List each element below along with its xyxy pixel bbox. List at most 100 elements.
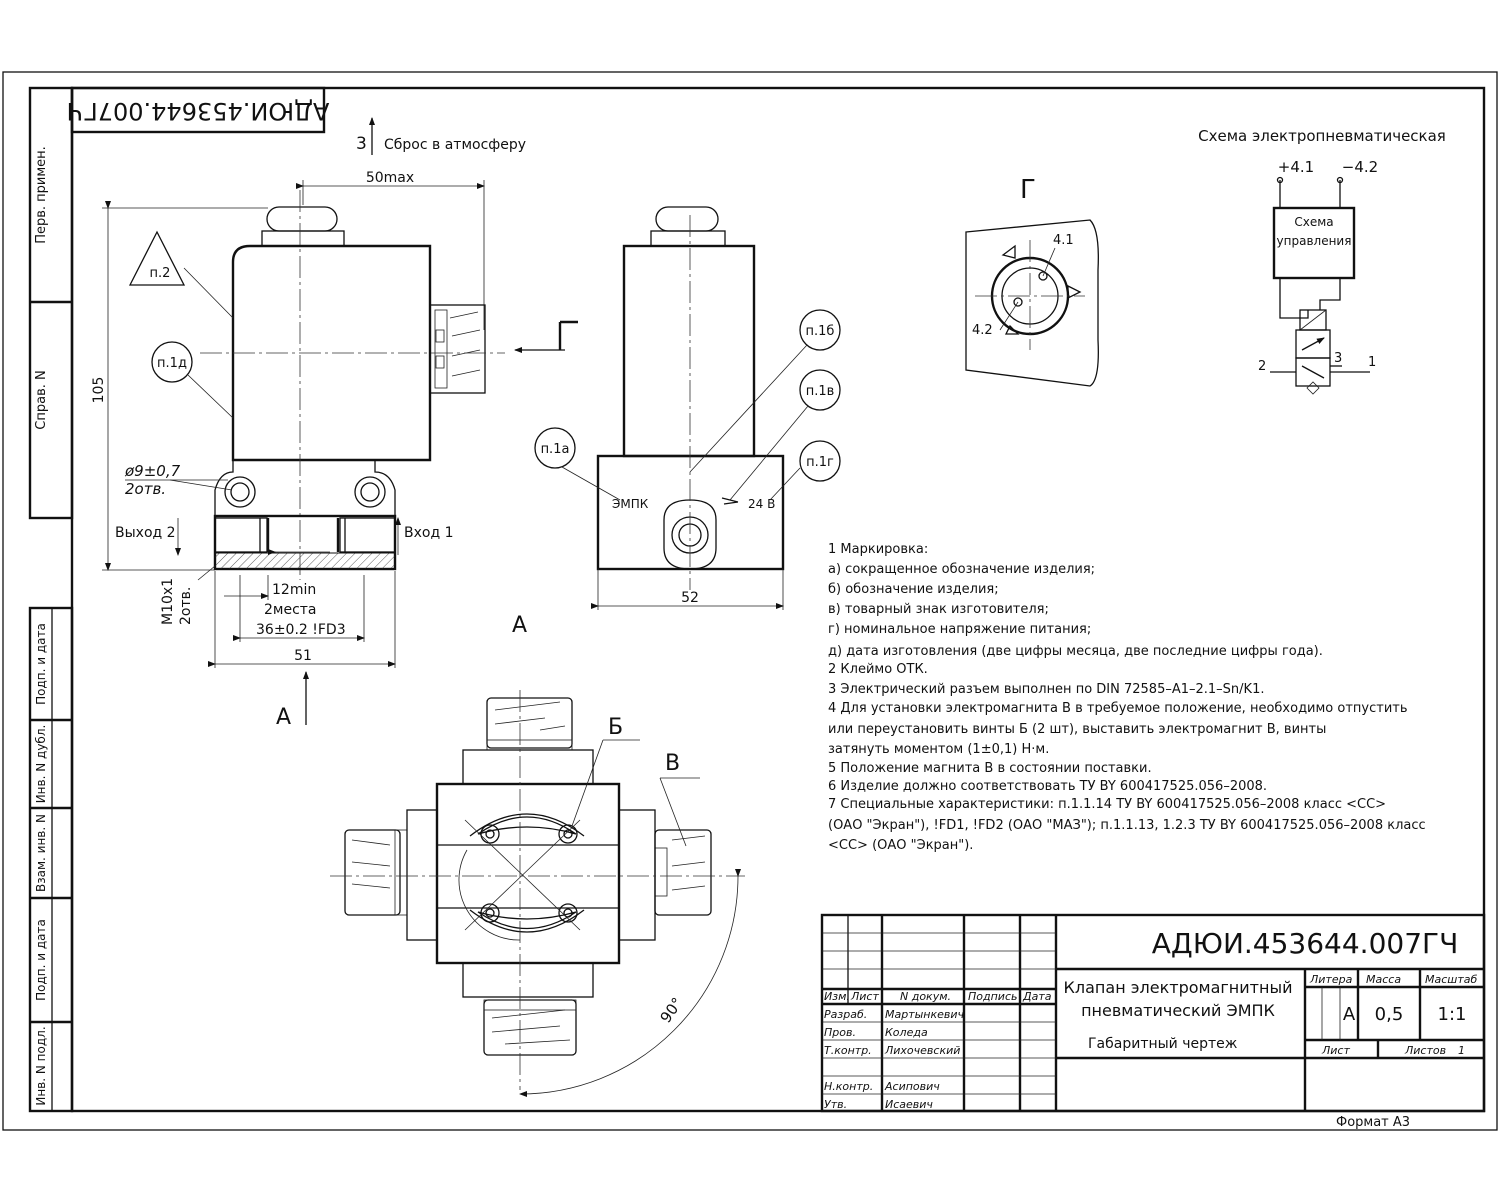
- dim-12min: 12min: [272, 582, 316, 598]
- thread-label: М10х1: [160, 578, 176, 625]
- inlet-label: Вход 1: [404, 525, 454, 541]
- role: Пров.: [824, 1026, 856, 1039]
- person-name: Коледа: [885, 1026, 928, 1039]
- header-litera: Литера: [1309, 973, 1353, 986]
- side-label-sign-date-1: Подп. и дата: [34, 623, 48, 705]
- person-name: Асипович: [884, 1080, 940, 1093]
- pin-4-1: 4.1: [1053, 233, 1074, 248]
- role: Н.контр.: [824, 1080, 873, 1093]
- outlet-label: Выход 2: [115, 525, 176, 541]
- hole-dimension: ø9±0,7: [124, 462, 181, 480]
- note-line: д) дата изготовления (две цифры месяца, …: [828, 644, 1323, 659]
- note-line: б) обозначение изделия;: [828, 582, 999, 597]
- side-label-sign-date-2: Подп. и дата: [34, 919, 48, 1001]
- label-b: Б: [608, 715, 623, 740]
- note-line: 2 Клеймо ОТК.: [828, 662, 928, 677]
- role: Т.контр.: [824, 1044, 872, 1057]
- control-box-line2: управления: [1277, 234, 1352, 248]
- litera-value: А: [1343, 1004, 1356, 1025]
- terminal-plus: +4.1: [1278, 158, 1314, 176]
- control-box-line1: Схема: [1294, 215, 1333, 229]
- vent-label: Сброс в атмосферу: [384, 137, 526, 153]
- header-list: Лист: [850, 990, 879, 1003]
- dim-51: 51: [294, 648, 312, 664]
- header-massa: Масса: [1366, 973, 1401, 986]
- person-name: Лихочевский: [884, 1044, 960, 1057]
- doc-type: Габаритный чертеж: [1088, 1036, 1238, 1052]
- pin-4-2: 4.2: [972, 323, 993, 338]
- header-masshtab: Масштаб: [1425, 973, 1477, 986]
- note-line: или переустановить винты Б (2 шт), выста…: [828, 722, 1326, 737]
- dim-36: 36±0.2 !FD3: [256, 622, 346, 638]
- side-label-first-use: Перв. примен.: [34, 146, 49, 244]
- note-line: 7 Специальные характеристики: п.1.1.14 Т…: [828, 797, 1386, 812]
- scale-value: 1:1: [1438, 1004, 1467, 1025]
- callout-n1v: п.1в: [806, 384, 835, 399]
- port-2: 2: [1258, 359, 1266, 374]
- note-line: (ОАО "Экран"), !FD1, !FD2 (ОАО "МАЗ"); п…: [828, 818, 1426, 833]
- note-line: 6 Изделие должно соответствовать ТУ BY 6…: [828, 779, 1267, 794]
- side-label-orig-inv: Инв. N подл.: [34, 1026, 48, 1105]
- label-v: В: [665, 751, 680, 776]
- port-1: 1: [1368, 355, 1376, 370]
- top-stamp: АДЮИ.453644.007ГЧ: [67, 86, 330, 134]
- note-line: 4 Для установки электромагнита В в требу…: [828, 701, 1408, 716]
- callout-n1b: п.1б: [806, 324, 835, 339]
- note-line: а) сокращенное обозначение изделия;: [828, 562, 1095, 577]
- technical-notes: 1 Маркировка: а) сокращенное обозначение…: [828, 542, 1426, 853]
- schematic-title: Схема электропневматическая: [1198, 127, 1446, 145]
- role: Разраб.: [824, 1008, 867, 1021]
- callout-n2: п.2: [150, 266, 171, 281]
- sheets-count: 1: [1458, 1044, 1465, 1057]
- note-line: в) товарный знак изготовителя;: [828, 602, 1049, 617]
- view-a-label: А: [512, 613, 527, 638]
- dim-52: 52: [681, 590, 699, 606]
- thread-count: 2отв.: [178, 587, 194, 625]
- product-name-line1: Клапан электромагнитный: [1064, 978, 1293, 997]
- note-line: 1 Маркировка:: [828, 542, 928, 557]
- sheet-border: [2, 71, 1498, 1131]
- document-code: АДЮИ.453644.007ГЧ: [1152, 927, 1459, 960]
- electropneumatic-schematic: Схема электропневматическая +4.1 −4.2 Сх…: [1198, 127, 1446, 395]
- format-label: Формат А3: [1336, 1115, 1410, 1130]
- product-name-line2: пневматический ЭМПК: [1081, 1001, 1275, 1020]
- note-line: затянуть моментом (1±0,1) Н·м.: [828, 742, 1049, 757]
- terminal-minus: −4.2: [1342, 158, 1378, 176]
- port-3: 3: [1334, 351, 1342, 366]
- side-label-repl-inv: Взам. инв. N: [34, 814, 48, 892]
- note-line: 3 Электрический разъем выполнен по DIN 7…: [828, 682, 1264, 697]
- massa-value: 0,5: [1375, 1004, 1404, 1025]
- top-stamp-code: АДЮИ.453644.007ГЧ: [67, 97, 330, 125]
- header-podp: Подпись: [968, 990, 1017, 1003]
- bottom-view: Б В 90°: [330, 690, 745, 1097]
- side-label-ref-no: Справ. N: [34, 370, 49, 429]
- side-label-dup-inv: Инв. N дубл.: [34, 725, 48, 804]
- note-line: г) номинальное напряжение питания;: [828, 622, 1091, 637]
- connector-view: Г 4.1 4.2: [965, 175, 1099, 387]
- person-name: Мартынкевич: [885, 1008, 965, 1021]
- person-name: Исаевич: [885, 1098, 933, 1111]
- callout-n1a: п.1а: [541, 442, 570, 457]
- dim-105: 105: [91, 377, 107, 404]
- header-ndoc: N докум.: [900, 990, 951, 1003]
- role: Утв.: [824, 1098, 847, 1111]
- left-side-strip: Перв. примен. Справ. N Подп. и дата Инв.…: [28, 86, 74, 1113]
- callout-n1d: п.1д: [157, 356, 187, 371]
- callout-n1g: п.1г: [806, 455, 834, 470]
- note-line: <СС> (ОАО "Экран").: [828, 838, 973, 853]
- front-view: 3 Сброс в атмосферу 50max: [91, 117, 578, 730]
- vent-number: 3: [356, 134, 367, 154]
- sheet-label: Лист: [1321, 1044, 1350, 1057]
- connector-view-title: Г: [1020, 175, 1036, 205]
- drawing-frame: [70, 86, 1486, 1113]
- header-izm: Изм.: [824, 990, 850, 1003]
- mark-24v: 24 В: [748, 497, 775, 511]
- header-data: Дата: [1022, 990, 1052, 1003]
- dim-50max: 50max: [366, 170, 414, 186]
- note-line: 5 Положение магнита В в состоянии постав…: [828, 761, 1152, 776]
- view-a-marker: А: [276, 705, 291, 730]
- mark-emk: ЭМПК: [612, 497, 649, 511]
- title-block: Изм. Лист N докум. Подпись Дата Разраб. …: [820, 913, 1486, 1113]
- dim-places: 2места: [264, 602, 317, 618]
